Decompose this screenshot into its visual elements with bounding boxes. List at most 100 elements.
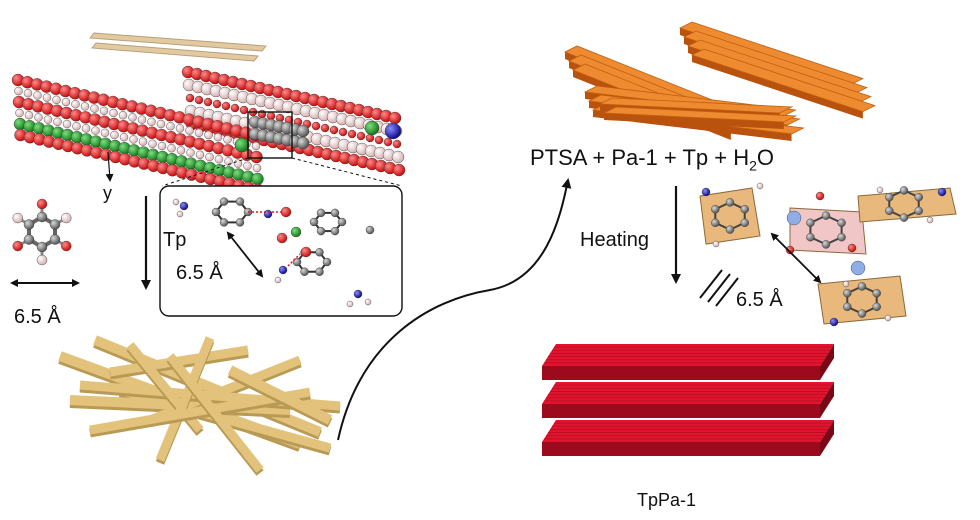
left-distance-label: 6.5 Å: [14, 306, 61, 328]
atom: [23, 88, 33, 98]
right-distance-arrow: [770, 232, 822, 284]
atom: [364, 120, 380, 136]
atom: [61, 240, 72, 252]
zoom-box: [247, 111, 293, 159]
atom: [872, 289, 881, 298]
atom: [235, 218, 245, 227]
crystal-packing-model: [11, 65, 406, 197]
atom: [806, 218, 815, 228]
hbond: [287, 253, 301, 267]
inset-distance-arrow: [226, 231, 264, 278]
atom: [701, 187, 711, 197]
atom: [338, 127, 348, 137]
atom: [353, 289, 363, 299]
sheet-side: [542, 442, 820, 456]
atom: [320, 123, 330, 133]
atom: [926, 216, 934, 224]
atom: [221, 101, 231, 111]
y-axis-arrow: [105, 151, 114, 182]
atom: [329, 125, 339, 135]
atom: [147, 117, 156, 127]
atom: [137, 115, 147, 124]
atom: [42, 93, 52, 102]
curved-arrow: [337, 178, 572, 441]
atom: [61, 212, 72, 224]
atom: [300, 267, 309, 276]
atom: [53, 117, 62, 127]
atom: [316, 208, 326, 218]
fiber: [155, 336, 215, 462]
atom: [725, 198, 735, 207]
atom: [12, 240, 23, 252]
orange-sheets: [564, 21, 876, 141]
atom: [33, 91, 42, 100]
atom: [843, 289, 852, 298]
atom: [309, 217, 319, 227]
sheet-top: [690, 48, 876, 113]
atom: [194, 128, 204, 138]
atom: [278, 265, 288, 275]
atom: [884, 314, 892, 322]
atom: [914, 192, 923, 202]
inset-distance-label: 6.5 Å: [176, 262, 223, 284]
atom: [711, 204, 720, 214]
atom: [872, 302, 881, 311]
atom: [383, 137, 393, 147]
atom: [885, 192, 894, 202]
atom: [311, 121, 321, 131]
atom: [847, 243, 857, 253]
atom: [72, 121, 81, 131]
atom: [203, 97, 213, 107]
atom: [815, 191, 825, 201]
atom: [119, 132, 129, 142]
atom: [90, 104, 99, 113]
atom: [937, 187, 947, 197]
sheet-top: [542, 344, 834, 366]
zoom-line-right: [291, 157, 403, 187]
reaction-reactants: PTSA + Pa-1 + Tp + H: [530, 145, 750, 170]
atom: [81, 124, 91, 133]
atom: [62, 119, 72, 129]
atom: [374, 135, 384, 145]
atom: [204, 130, 213, 140]
right-distance-label: 6.5 Å: [736, 289, 783, 311]
atom: [36, 254, 48, 266]
sheet-top: [602, 106, 798, 123]
atom: [49, 234, 61, 245]
atom: [99, 106, 109, 116]
atom: [837, 232, 846, 242]
atom: [61, 97, 71, 107]
atom: [176, 146, 186, 155]
atom: [725, 225, 735, 234]
atom: [850, 260, 866, 276]
atom: [129, 135, 138, 144]
sheet-side: [542, 366, 820, 380]
atom: [899, 186, 909, 195]
atom: [251, 172, 264, 186]
atom: [172, 198, 180, 206]
atom: [337, 217, 347, 227]
atom: [214, 154, 224, 164]
sheet-top: [598, 97, 794, 114]
atom: [52, 95, 61, 105]
atom: [239, 105, 249, 115]
sheet-side: [820, 420, 834, 456]
atom: [36, 198, 48, 210]
atom: [821, 211, 831, 220]
atom: [330, 226, 340, 236]
red-stacked-sheets: [542, 344, 834, 456]
heating-label: Heating: [580, 229, 649, 251]
atom: [290, 226, 302, 238]
atom: [91, 126, 100, 135]
atom: [365, 133, 375, 143]
atom: [15, 108, 24, 118]
atom: [219, 218, 229, 227]
atom: [296, 136, 310, 150]
atom: [740, 204, 749, 214]
fiber: [166, 353, 264, 473]
atom: [234, 137, 250, 153]
atom: [315, 267, 324, 276]
atom: [899, 213, 909, 222]
reaction-subscript: 2: [749, 157, 757, 174]
